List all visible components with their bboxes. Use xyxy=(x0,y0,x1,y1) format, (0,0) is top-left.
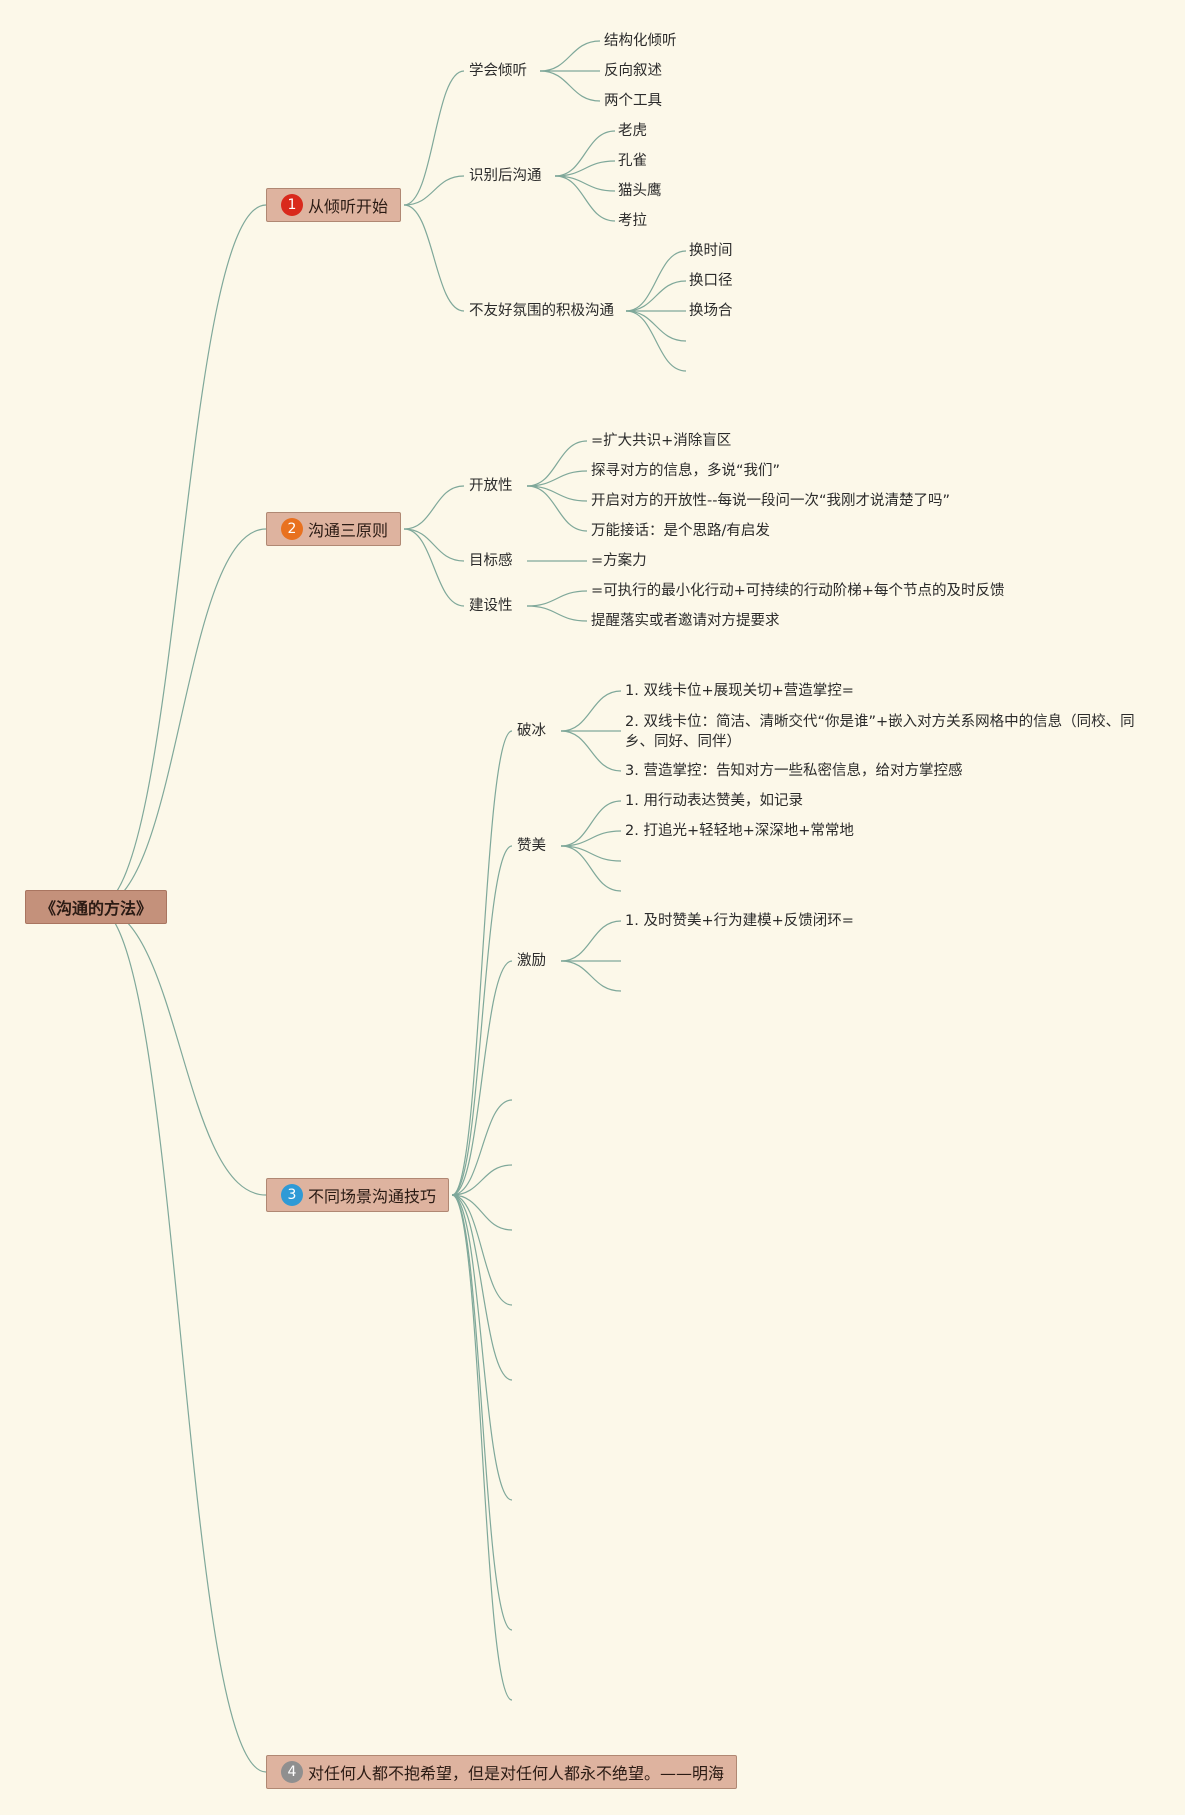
badge-4-icon: 4 xyxy=(281,1761,303,1783)
connector-line xyxy=(526,440,588,487)
connector-line xyxy=(560,920,622,962)
connector-line xyxy=(539,70,601,102)
connector-line xyxy=(554,175,616,222)
node-xuehui-qingting[interactable]: 学会倾听 xyxy=(469,63,527,79)
node-zanmei[interactable]: 赞美 xyxy=(517,838,546,854)
connector-line xyxy=(451,1194,513,1306)
connector-line xyxy=(560,845,622,892)
leaf[interactable]: 3. 营造掌控：告知对方一些私密信息，给对方掌控感 xyxy=(625,763,963,779)
connector-line xyxy=(526,590,588,607)
connector-line xyxy=(451,1194,513,1501)
node-jili[interactable]: 激励 xyxy=(517,953,546,969)
connector-line xyxy=(403,528,465,562)
connector-line xyxy=(560,830,622,847)
connector-line xyxy=(560,800,622,847)
branch-2-label: 沟通三原则 xyxy=(308,521,389,540)
connector-line xyxy=(403,204,465,312)
leaf[interactable]: 万能接话：是个思路/有启发 xyxy=(591,523,770,539)
connector-line xyxy=(554,130,616,177)
leaf[interactable]: =扩大共识+消除盲区 xyxy=(591,433,732,449)
connector-line xyxy=(451,845,513,1196)
connector-line xyxy=(560,690,622,732)
node-mubiao[interactable]: 目标感 xyxy=(469,553,513,569)
connector-line xyxy=(560,960,622,992)
leaf[interactable]: 两个工具 xyxy=(604,93,662,109)
connector-line xyxy=(625,310,687,372)
leaf[interactable]: 猫头鹰 xyxy=(618,183,662,199)
node-pobing[interactable]: 破冰 xyxy=(517,723,546,739)
leaf[interactable]: 2. 打追光+轻轻地+深深地+常常地 xyxy=(625,823,854,839)
connector-line xyxy=(526,605,588,622)
connector-line xyxy=(526,485,588,532)
leaf[interactable]: 换时间 xyxy=(689,243,733,259)
connector-line xyxy=(554,175,616,192)
branch-2-node[interactable]: 2 沟通三原则 xyxy=(266,512,402,546)
root-node[interactable]: 《沟通的方法》 xyxy=(25,890,167,924)
badge-1-icon: 1 xyxy=(281,194,303,216)
connector-line xyxy=(554,160,616,177)
connector-line xyxy=(625,310,687,342)
badge-2-icon: 2 xyxy=(281,518,303,540)
leaf[interactable]: 开启对方的开放性--每说一段问一次“我刚才说清楚了吗” xyxy=(591,493,950,509)
node-jianshe[interactable]: 建设性 xyxy=(469,598,513,614)
connector-line xyxy=(451,1099,513,1196)
leaf[interactable]: 2. 双线卡位：简洁、清晰交代“你是谁”+嵌入对方关系网格中的信息（同校、同乡、… xyxy=(625,714,1135,750)
connector-line xyxy=(560,730,622,772)
branch-1-label: 从倾听开始 xyxy=(308,197,389,216)
leaf[interactable]: 1. 用行动表达赞美，如记录 xyxy=(625,793,803,809)
branch-3-node[interactable]: 3 不同场景沟通技巧 xyxy=(266,1178,450,1212)
badge-3-icon: 3 xyxy=(281,1184,303,1206)
leaf[interactable]: 探寻对方的信息，多说“我们” xyxy=(591,463,781,479)
leaf[interactable]: 孔雀 xyxy=(618,153,647,169)
connector-line xyxy=(403,70,465,206)
connector-line xyxy=(560,845,622,862)
connector-line xyxy=(451,960,513,1196)
root-label: 《沟通的方法》 xyxy=(39,899,152,918)
leaf[interactable]: =可执行的最小化行动+可持续的行动阶梯+每个节点的及时反馈 xyxy=(591,583,1005,599)
leaf[interactable]: 换口径 xyxy=(689,273,733,289)
connector-line xyxy=(451,1194,513,1231)
node-kaifang[interactable]: 开放性 xyxy=(469,478,513,494)
connector-line xyxy=(451,1194,513,1701)
connector-line xyxy=(95,528,267,908)
branch-4-label: 对任何人都不抱希望，但是对任何人都永不绝望。——明海 xyxy=(308,1764,725,1783)
connector-line xyxy=(95,204,267,908)
connector-line xyxy=(539,40,601,72)
connector-line xyxy=(451,1164,513,1196)
connector-line xyxy=(526,485,588,502)
connector-line xyxy=(451,1194,513,1631)
branch-4-node[interactable]: 4 对任何人都不抱希望，但是对任何人都永不绝望。——明海 xyxy=(266,1755,738,1789)
connector-line xyxy=(95,906,267,1196)
connector-line xyxy=(451,730,513,1196)
node-shibie-goutong[interactable]: 识别后沟通 xyxy=(469,168,542,184)
connector-line xyxy=(403,175,465,206)
leaf[interactable]: 老虎 xyxy=(618,123,647,139)
connector-line xyxy=(625,280,687,312)
connector-line xyxy=(403,528,465,607)
branch-1-node[interactable]: 1 从倾听开始 xyxy=(266,188,402,222)
leaf[interactable]: 提醒落实或者邀请对方提要求 xyxy=(591,613,780,629)
connector-line xyxy=(403,485,465,530)
branch-3-label: 不同场景沟通技巧 xyxy=(308,1187,437,1206)
leaf[interactable]: =方案力 xyxy=(591,553,647,569)
leaf[interactable]: 结构化倾听 xyxy=(604,33,677,49)
connector-line xyxy=(625,250,687,312)
leaf[interactable]: 换场合 xyxy=(689,303,733,319)
leaf[interactable]: 1. 双线卡位+展现关切+营造掌控= xyxy=(625,683,854,699)
connector-line xyxy=(526,470,588,487)
connector-line xyxy=(451,1194,513,1381)
leaf[interactable]: 考拉 xyxy=(618,213,647,229)
node-bu-youhao[interactable]: 不友好氛围的积极沟通 xyxy=(469,303,614,319)
connector-line xyxy=(95,906,267,1773)
leaf[interactable]: 1. 及时赞美+行为建模+反馈闭环= xyxy=(625,913,854,929)
leaf[interactable]: 反向叙述 xyxy=(604,63,662,79)
